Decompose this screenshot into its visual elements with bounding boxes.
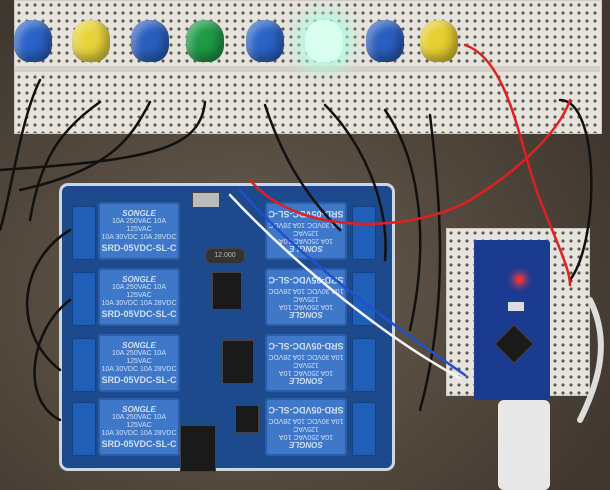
screw-terminal — [352, 206, 376, 260]
power-led — [516, 276, 523, 283]
relay-rating1: 10A 250VAC 10A 125VAC — [112, 414, 166, 429]
wire-black — [0, 100, 207, 172]
led — [305, 20, 343, 62]
reset-button — [508, 302, 524, 311]
ic-chip — [222, 340, 254, 384]
screw-terminal — [72, 402, 96, 456]
relay-model: SRD-05VDC-SL-C — [101, 439, 177, 449]
led — [246, 20, 284, 62]
relay-rating2: 10A 30VDC 10A 28VDC — [101, 430, 177, 437]
screw-terminal — [352, 338, 376, 392]
screw-terminal — [352, 402, 376, 456]
relay-rating2: 10A 30VDC 10A 28VDC — [101, 300, 177, 307]
relay-rating2: 10A 30VDC 10A 28VDC — [101, 366, 177, 373]
wire-black — [33, 298, 72, 422]
relay-brand: SONGLE — [122, 275, 156, 284]
wire-red — [248, 98, 572, 226]
arduino-nano — [474, 240, 550, 400]
wire-black — [28, 100, 102, 222]
relay-rating1: 10A 250VAC 10A 125VAC — [112, 218, 166, 233]
ic-chip — [212, 272, 242, 310]
led — [420, 20, 458, 62]
wire-black — [323, 103, 387, 262]
wire-black — [558, 98, 593, 282]
screw-terminal — [72, 272, 96, 326]
ic-chip — [235, 405, 259, 433]
wire-white — [228, 193, 462, 380]
wire-black — [18, 100, 152, 192]
relay-rating2: 10A 30VDC 10A 28VDC — [101, 234, 177, 241]
relay-brand: SONGLE — [122, 405, 156, 414]
usb-cable — [498, 400, 550, 490]
relay-rating1: 10A 250VAC 10A 125VAC — [112, 284, 166, 299]
usb-connector — [192, 192, 220, 208]
wire-black — [0, 78, 42, 232]
relay-brand: SONGLE — [122, 209, 156, 218]
screw-terminal — [352, 272, 376, 326]
wire-black — [418, 113, 442, 412]
wire-black — [25, 228, 72, 372]
breadboard-center-channel — [14, 66, 600, 72]
relay-model: SRD-05VDC-SL-C — [101, 309, 177, 319]
led — [186, 20, 224, 62]
wire-white — [577, 297, 604, 423]
relay-model: SRD-05VDC-SL-C — [101, 243, 177, 253]
crystal: 12.000 — [205, 248, 245, 264]
led — [72, 20, 110, 62]
relay-model: SRD-05VDC-SL-C — [101, 375, 177, 385]
led — [14, 20, 52, 62]
led — [366, 20, 404, 62]
wire-blue — [238, 188, 467, 377]
screw-terminal — [72, 338, 96, 392]
led — [131, 20, 169, 62]
wire-black — [383, 108, 422, 332]
screw-terminal — [72, 206, 96, 260]
wire-red — [463, 43, 572, 287]
dc-jack — [180, 425, 216, 472]
wire-black — [263, 103, 342, 232]
relay-brand: SONGLE — [122, 341, 156, 350]
relay-rating1: 10A 250VAC 10A 125VAC — [112, 350, 166, 365]
